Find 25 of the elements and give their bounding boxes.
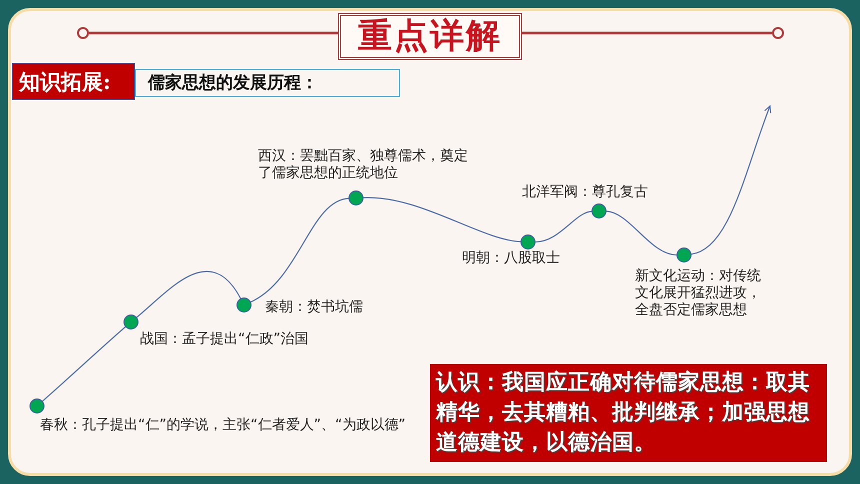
timeline-dot [676,248,692,262]
heading-box: 儒家思想的发展历程： [135,69,400,97]
curve-line [606,210,678,256]
event-label: 明朝：八股取士 [462,250,561,267]
timeline-dot [124,314,138,330]
curve-line [136,270,242,318]
timeline-dot [30,398,44,414]
arrow [690,105,772,255]
conclusion-box: 认识：我国应正确对待儒家思想：取其精华，去其糟粕、批判继承；加强思想道德建设，以德治国。 [430,364,827,462]
event-label: 春秋：孔子提出“仁”的学说，主张“仁者爱人”、“为政以德” [40,417,407,434]
event-label: 北洋军阀：尊孔复古 [522,184,649,201]
event-label: 战国：孟子提出“仁政”治国 [140,331,310,348]
curve-line [42,326,126,402]
event-label: 西汉：罢黜百家、独尊儒术，奠定了儒家思想的正统地位 [258,148,469,182]
title-banner: 重点详解 [338,13,522,60]
timeline-dot [236,298,252,312]
section-tag: 知识拓展: [12,63,135,100]
curve-line [250,198,350,303]
curve-line [534,210,592,243]
timeline-dot [348,190,364,206]
event-label: 新文化运动：对传统文化展开猛烈进攻，全盘否定儒家思想 [635,268,761,319]
event-label: 秦朝：焚书坑儒 [265,299,364,316]
timeline-dot [592,204,606,218]
timeline-dot [520,234,536,250]
curve-line [362,197,522,242]
